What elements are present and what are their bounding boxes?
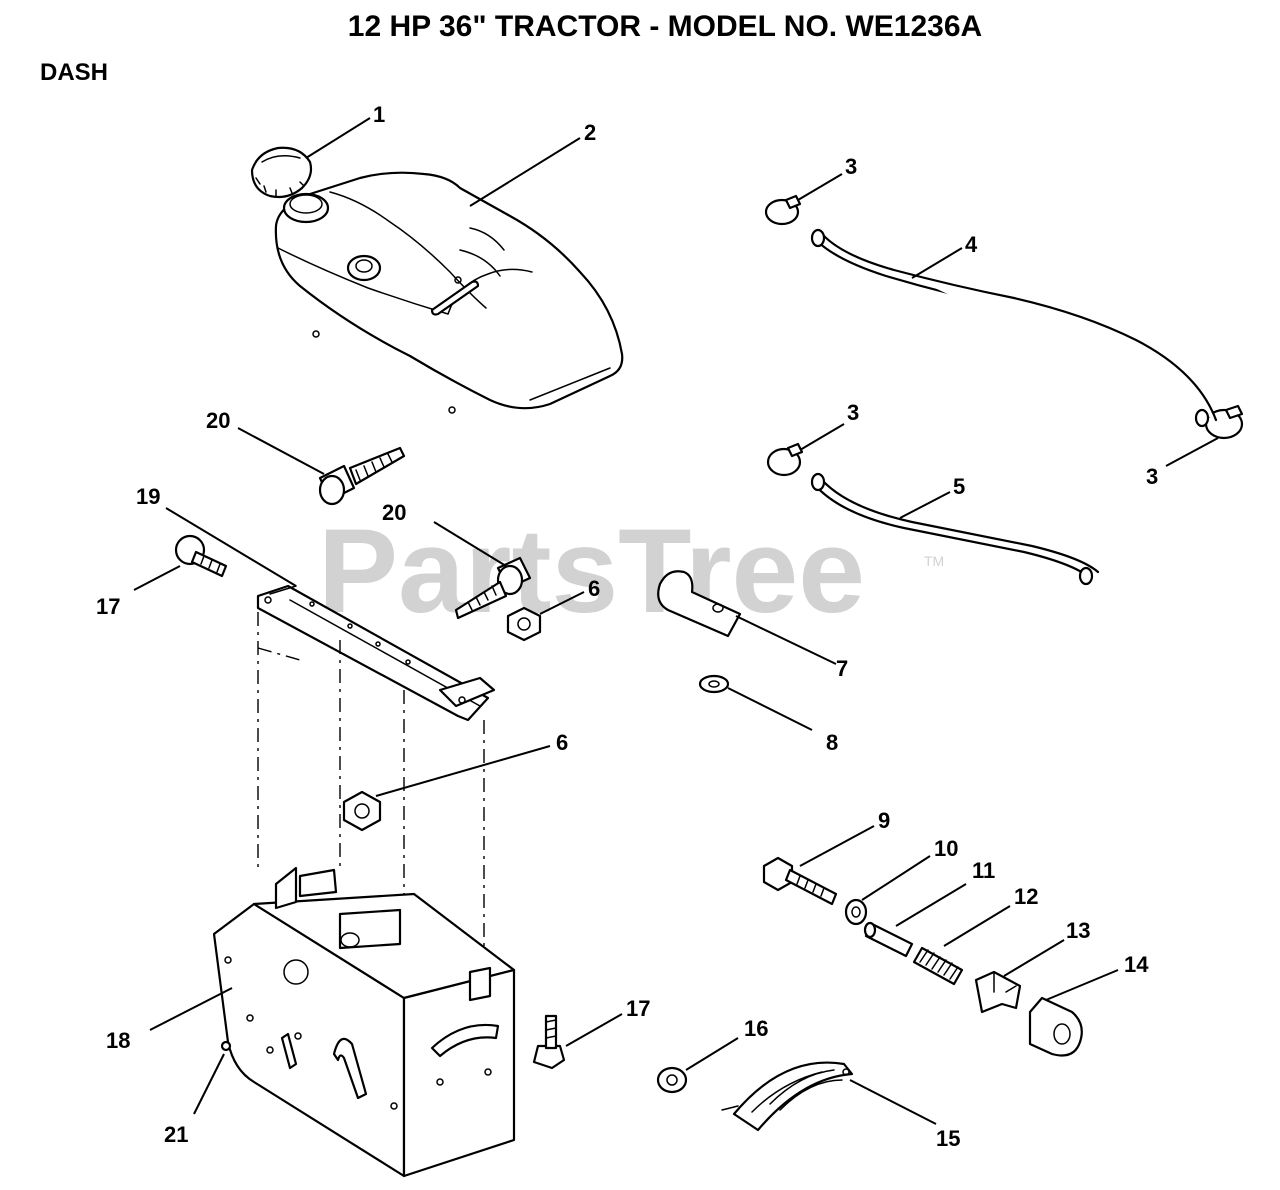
leader-8: [727, 687, 813, 731]
leader-19: [165, 507, 297, 587]
small-screw-part: [220, 1040, 232, 1052]
callout-3-middle: 3: [847, 400, 859, 425]
leader-12: [943, 905, 1011, 947]
callout-20-upper: 20: [206, 408, 230, 433]
watermark-logo: PartsTree: [318, 504, 865, 638]
leader-6-upper: [539, 591, 585, 615]
nut-upper-part: [506, 606, 542, 642]
callout-11: 11: [972, 858, 995, 883]
section-label: DASH: [40, 59, 108, 86]
callout-3-right: 3: [1146, 464, 1158, 489]
callout-1: 1: [373, 102, 385, 127]
hose-clamp-middle-part: [766, 442, 804, 477]
leader-3-right: [1165, 437, 1219, 467]
callout-2: 2: [584, 120, 596, 145]
leader-5: [899, 491, 951, 519]
fuel-line-upper-part: [810, 228, 1218, 428]
callout-15: 15: [936, 1126, 960, 1151]
leader-14: [1045, 969, 1119, 1001]
leader-10: [861, 855, 931, 901]
callout-8: 8: [826, 730, 838, 755]
leader-2: [469, 137, 581, 207]
callout-17-upper: 17: [96, 594, 120, 619]
fuel-line-lower-part: [810, 472, 1100, 586]
leader-9: [799, 825, 875, 867]
leader-17-upper: [133, 565, 181, 591]
callout-10: 10: [934, 836, 958, 861]
callout-6-lower: 6: [556, 730, 568, 755]
leader-20-upper: [237, 427, 325, 475]
fuel-tank-part: [274, 171, 624, 414]
leader-13: [1003, 939, 1065, 977]
hose-clamp-upper-part: [764, 194, 802, 226]
diagram-title: 12 HP 36" TRACTOR - MODEL NO. WE1236A: [348, 10, 982, 43]
callout-4: 4: [965, 232, 978, 257]
dash-bracket-part: [256, 584, 496, 722]
bolt-part: [762, 856, 838, 906]
friction-block-part: [974, 970, 1022, 1014]
leader-15: [849, 1079, 937, 1125]
hose-clip-part: [657, 570, 742, 638]
leader-20-lower: [433, 521, 507, 567]
callout-9: 9: [878, 808, 890, 833]
callout-13: 13: [1066, 918, 1090, 943]
callout-20-lower: 20: [382, 500, 406, 525]
leader-7: [735, 615, 837, 665]
flat-washer-part: [844, 898, 868, 926]
leader-3-upper: [797, 173, 843, 201]
bolt-lower-part: [532, 1014, 566, 1070]
callout-12: 12: [1014, 884, 1038, 909]
callout-18: 18: [106, 1028, 130, 1053]
leader-3-middle: [799, 423, 845, 451]
leader-17-lower: [565, 1013, 623, 1047]
screw-upper-part: [318, 446, 406, 506]
leader-1: [305, 117, 371, 159]
callout-17-lower: 17: [626, 996, 650, 1021]
callout-3-upper: 3: [845, 154, 857, 179]
washer-part: [698, 674, 730, 694]
leader-6-lower: [375, 745, 551, 797]
knob-part: [656, 1066, 688, 1094]
callout-7: 7: [836, 656, 848, 681]
leader-21: [193, 1053, 225, 1115]
leader-16: [685, 1037, 739, 1071]
spring-part: [912, 946, 964, 986]
screw-lower-part: [454, 556, 532, 620]
watermark-trademark: TM: [924, 553, 944, 569]
spacer-part: [863, 921, 914, 958]
leader-4: [911, 247, 963, 279]
callout-19: 19: [136, 484, 160, 509]
dash-panel-part: [212, 866, 516, 1178]
bolt-upper-part: [174, 534, 228, 578]
nut-lower-part: [342, 790, 382, 832]
leader-18: [149, 987, 233, 1031]
callout-5: 5: [953, 474, 965, 499]
fuel-cap-part: [250, 146, 313, 199]
throttle-bracket-part: [1028, 996, 1083, 1057]
callout-14: 14: [1124, 952, 1149, 977]
leader-11: [895, 883, 967, 927]
callout-16: 16: [744, 1016, 768, 1041]
assembly-lines: [257, 612, 485, 980]
callout-21: 21: [164, 1122, 188, 1147]
callout-6-upper: 6: [588, 576, 600, 601]
throttle-plate-part: [721, 1061, 854, 1132]
